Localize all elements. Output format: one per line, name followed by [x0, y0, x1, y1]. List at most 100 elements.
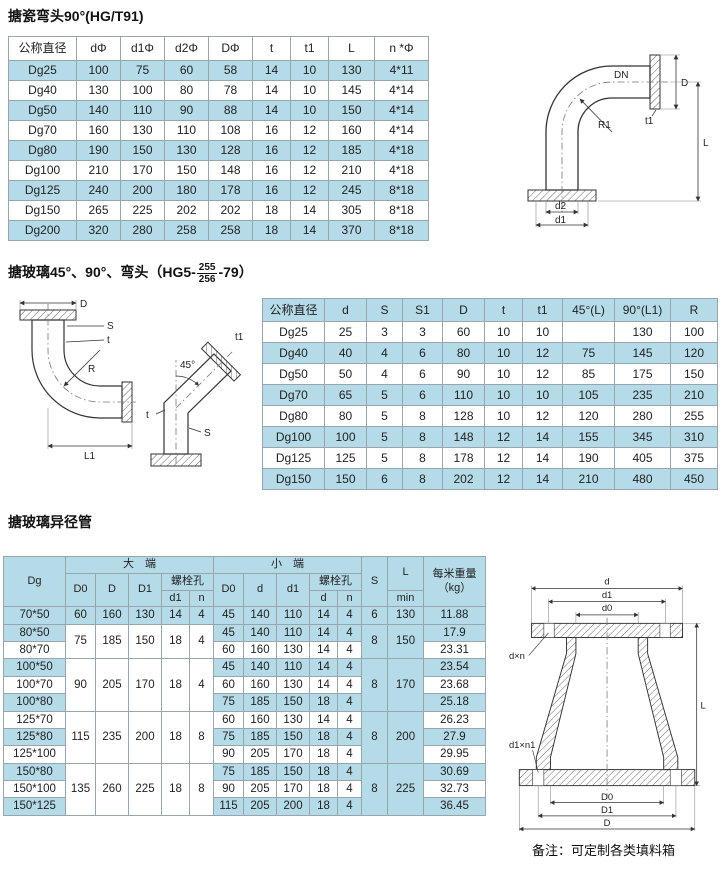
data-cell: 100 — [76, 60, 121, 81]
data-cell: 150 — [670, 363, 718, 385]
elbow90-body — [31, 319, 123, 419]
data-cell: 90 — [442, 363, 485, 385]
data-cell: 170 — [128, 658, 162, 712]
data-cell: 10 — [290, 80, 329, 101]
data-cell: 125 — [324, 447, 367, 469]
data-cell: 58 — [208, 60, 253, 81]
data-cell: 60 — [65, 606, 96, 625]
fraction-bottom: 256 — [198, 274, 216, 285]
header-cell: R — [670, 298, 718, 322]
data-cell: 130 — [164, 140, 209, 161]
dim-label-s2: S — [204, 428, 211, 439]
data-cell: 150 — [128, 623, 162, 660]
header-cell: L — [387, 556, 424, 591]
data-cell: 75 — [562, 342, 615, 364]
data-cell: 170 — [276, 745, 310, 764]
data-cell: 170 — [120, 160, 165, 181]
data-cell: 205 — [243, 745, 277, 764]
data-cell: 60 — [213, 640, 244, 660]
data-cell: 18 — [161, 623, 190, 660]
data-cell: 150 — [276, 727, 310, 747]
data-cell: Dg80 — [262, 405, 325, 427]
header-cell: 公称直径 — [8, 36, 77, 61]
data-cell: 140 — [243, 658, 277, 677]
data-cell: 150*80 — [3, 762, 66, 782]
header-cell: D1 — [128, 572, 162, 608]
data-cell: 14 — [252, 60, 291, 81]
data-cell: 185 — [243, 693, 277, 712]
data-cell: 4 — [189, 658, 214, 712]
data-cell: 4*11 — [374, 60, 429, 81]
data-cell: 205 — [243, 779, 277, 799]
data-cell: 260 — [95, 762, 129, 816]
elbow45-body — [163, 353, 232, 455]
data-cell: Dg200 — [8, 220, 77, 241]
data-cell: 108 — [208, 120, 253, 141]
data-cell: 80 — [442, 342, 485, 364]
elbow-45-90-svg: D R S t L1 45° S t t1 — [19, 299, 244, 467]
data-cell: 185 — [328, 140, 375, 161]
header-cell: D0 — [213, 572, 244, 608]
data-cell: 18 — [309, 762, 338, 782]
data-cell: 128 — [442, 405, 485, 427]
header-cell: n — [189, 589, 214, 608]
data-cell: 130 — [276, 675, 310, 695]
header-cell: D — [95, 572, 129, 608]
data-cell: 280 — [120, 220, 165, 241]
data-cell: 110 — [276, 623, 310, 643]
data-cell: 4 — [189, 623, 214, 660]
header-cell: 每米重量 （kg） — [423, 555, 486, 608]
header-cell: d — [309, 589, 338, 608]
data-cell: 6 — [402, 363, 443, 385]
data-cell: 150 — [276, 693, 310, 712]
header-cell: dΦ — [76, 36, 121, 61]
data-cell: 14 — [522, 426, 563, 448]
data-cell: 140 — [76, 100, 121, 121]
data-cell: 4*18 — [374, 140, 429, 161]
section1-title: 搪瓷弯头90°(HG/T91) — [8, 8, 144, 24]
data-cell: 12 — [522, 363, 563, 385]
data-cell: 4 — [337, 640, 362, 660]
data-cell: 80*50 — [3, 623, 66, 643]
data-cell: 27.9 — [423, 727, 486, 747]
data-cell: 200 — [120, 180, 165, 201]
data-cell: 12 — [522, 342, 563, 364]
data-cell: 75 — [213, 762, 244, 782]
data-cell: 140 — [243, 623, 277, 643]
data-cell: 100 — [324, 426, 367, 448]
data-cell: 160 — [243, 640, 277, 660]
data-cell: 25 — [324, 321, 367, 343]
header-cell: 公称直径 — [262, 298, 325, 322]
data-cell: 8 — [361, 658, 388, 712]
data-cell: 14 — [161, 606, 190, 625]
dim-label-dn: DN — [614, 70, 628, 81]
header-cell: 螺栓孔 — [161, 572, 214, 591]
data-cell: 170 — [387, 658, 424, 712]
data-cell: 75 — [213, 693, 244, 712]
data-cell: 10 — [484, 342, 523, 364]
data-cell: 4 — [366, 342, 403, 364]
data-cell: 11.88 — [423, 606, 486, 625]
header-cell: 45°(L) — [562, 298, 615, 322]
data-cell: 14 — [252, 80, 291, 101]
data-cell: 14 — [309, 623, 338, 643]
data-cell: 3 — [402, 321, 443, 343]
data-cell: 90 — [164, 100, 209, 121]
data-cell: 18 — [161, 762, 190, 816]
data-cell: 150 — [276, 762, 310, 782]
header-cell: d — [243, 572, 277, 608]
data-cell: 150 — [324, 468, 367, 490]
data-cell: 150*100 — [3, 779, 66, 799]
